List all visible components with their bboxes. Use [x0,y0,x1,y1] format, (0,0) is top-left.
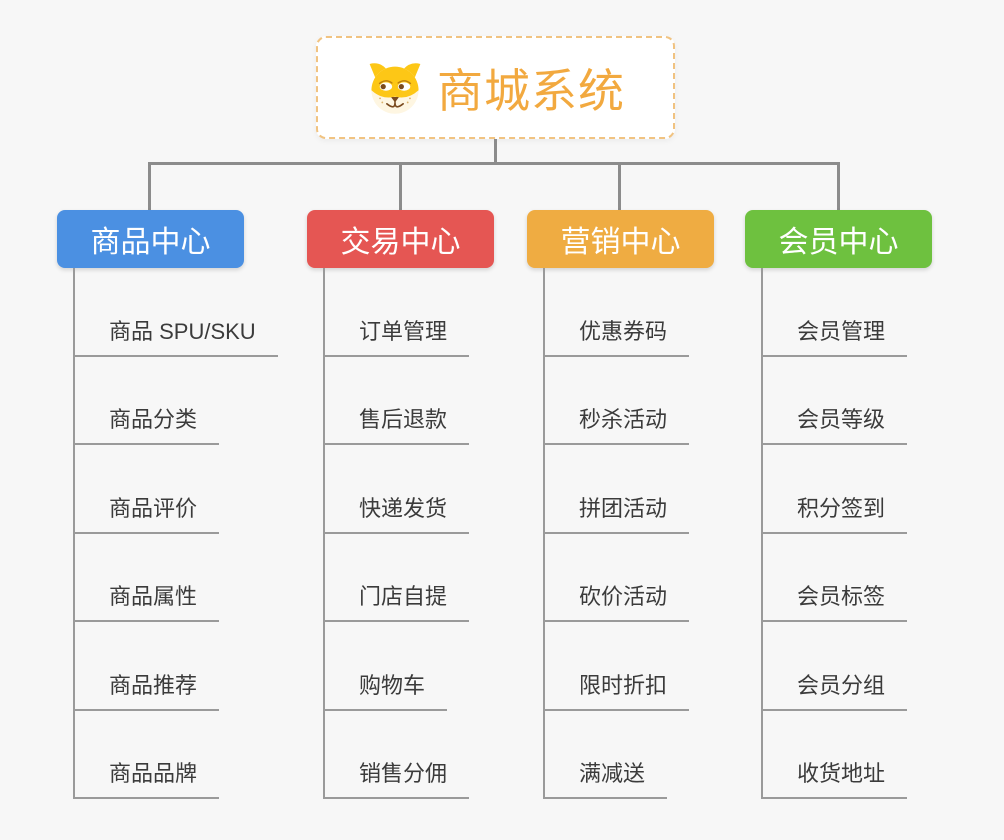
branch-node-member-center[interactable]: 会员中心 [745,210,932,268]
child-node-store-pickup[interactable]: 门店自提 [325,534,470,622]
connector-drop-trade [399,162,402,211]
child-node-member-tags[interactable]: 会员标签 [763,534,908,622]
child-node-group-buy[interactable]: 拼团活动 [545,445,690,534]
branch-label: 营销中心 [560,226,681,259]
child-node-product-category[interactable]: 商品分类 [75,357,220,445]
child-node-shipping-address[interactable]: 收货地址 [763,711,908,799]
child-node-product-review[interactable]: 商品评价 [75,445,220,534]
branch-label: 交易中心 [340,226,461,259]
child-node-full-reduction[interactable]: 满减送 [545,711,668,799]
child-node-express-delivery[interactable]: 快递发货 [325,445,470,534]
child-node-flash-sale[interactable]: 秒杀活动 [545,357,690,445]
connector-root-drop [494,139,497,165]
branch-column-marketing: 营销中心 优惠券码 秒杀活动 拼团活动 砍价活动 限时折扣 满减送 [527,210,714,799]
child-node-coupon-code[interactable]: 优惠券码 [545,268,690,357]
root-node[interactable]: 商城系统 [316,36,675,139]
child-node-product-spu-sku[interactable]: 商品 SPU/SKU [75,268,278,357]
branch-children-member: 会员管理 会员等级 积分签到 会员标签 会员分组 收货地址 [761,268,908,799]
branch-column-member: 会员中心 会员管理 会员等级 积分签到 会员标签 会员分组 收货地址 [745,210,932,799]
branch-node-product-center[interactable]: 商品中心 [57,210,244,268]
child-node-bargain-activity[interactable]: 砍价活动 [545,534,690,622]
child-node-limited-time-discount[interactable]: 限时折扣 [545,622,690,711]
branch-children-product: 商品 SPU/SKU 商品分类 商品评价 商品属性 商品推荐 商品品牌 [73,268,278,799]
branch-label: 商品中心 [90,226,211,259]
shiba-dog-icon [369,63,421,114]
child-node-points-checkin[interactable]: 积分签到 [763,445,908,534]
child-node-aftersale-refund[interactable]: 售后退款 [325,357,470,445]
branch-node-marketing-center[interactable]: 营销中心 [527,210,714,268]
branch-label: 会员中心 [778,226,899,259]
child-node-shopping-cart[interactable]: 购物车 [325,622,448,711]
child-node-sales-commission[interactable]: 销售分佣 [325,711,470,799]
connector-drop-member [837,162,840,211]
child-node-member-groups[interactable]: 会员分组 [763,622,908,711]
root-title: 商城系统 [437,64,625,117]
child-node-product-brand[interactable]: 商品品牌 [75,711,220,799]
child-node-product-recommend[interactable]: 商品推荐 [75,622,220,711]
child-node-member-management[interactable]: 会员管理 [763,268,908,357]
branch-node-trade-center[interactable]: 交易中心 [307,210,494,268]
child-node-order-management[interactable]: 订单管理 [325,268,470,357]
branch-column-trade: 交易中心 订单管理 售后退款 快递发货 门店自提 购物车 销售分佣 [307,210,494,799]
child-node-member-level[interactable]: 会员等级 [763,357,908,445]
connector-drop-marketing [618,162,621,211]
connector-drop-product [148,162,151,211]
branch-children-trade: 订单管理 售后退款 快递发货 门店自提 购物车 销售分佣 [323,268,470,799]
branch-children-marketing: 优惠券码 秒杀活动 拼团活动 砍价活动 限时折扣 满减送 [543,268,690,799]
child-node-product-attribute[interactable]: 商品属性 [75,534,220,622]
connector-horizontal [149,162,840,165]
branch-column-product: 商品中心 商品 SPU/SKU 商品分类 商品评价 商品属性 商品推荐 商品品牌 [57,210,278,799]
